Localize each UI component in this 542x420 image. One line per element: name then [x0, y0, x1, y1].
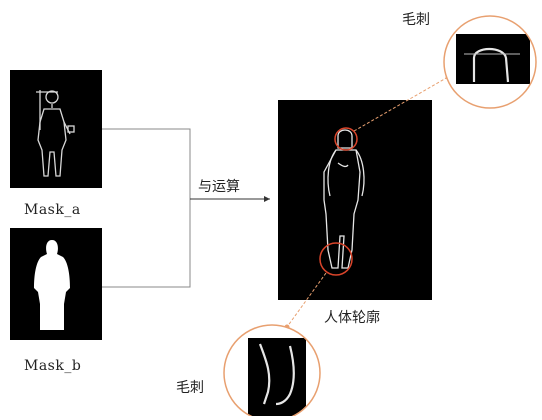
leader-line-top — [353, 76, 449, 132]
callout-ring-top — [443, 15, 537, 109]
contour-panel — [278, 100, 432, 300]
connector-lines — [102, 128, 270, 288]
callout-ring-bottom — [223, 324, 321, 420]
burr-highlight-bottom — [319, 242, 353, 276]
mask-a-contour — [36, 90, 75, 177]
mask-a-label: Mask_a — [24, 202, 81, 218]
burr-highlight-top — [334, 127, 358, 151]
mask-b-silhouette — [34, 240, 70, 330]
human-contour — [323, 129, 365, 269]
and-operation-label: 与运算 — [198, 179, 240, 195]
burr-label-bottom: 毛刺 — [176, 380, 204, 396]
burr-zoom-top — [443, 15, 537, 109]
burr-zoom-bottom — [223, 324, 321, 420]
burr-label-top: 毛刺 — [402, 12, 430, 28]
mask-b-panel — [10, 228, 102, 340]
contour-label: 人体轮廓 — [324, 310, 380, 326]
mask-b-label: Mask_b — [24, 358, 82, 374]
leader-line-bottom — [286, 272, 327, 328]
mask-a-panel — [10, 70, 102, 188]
